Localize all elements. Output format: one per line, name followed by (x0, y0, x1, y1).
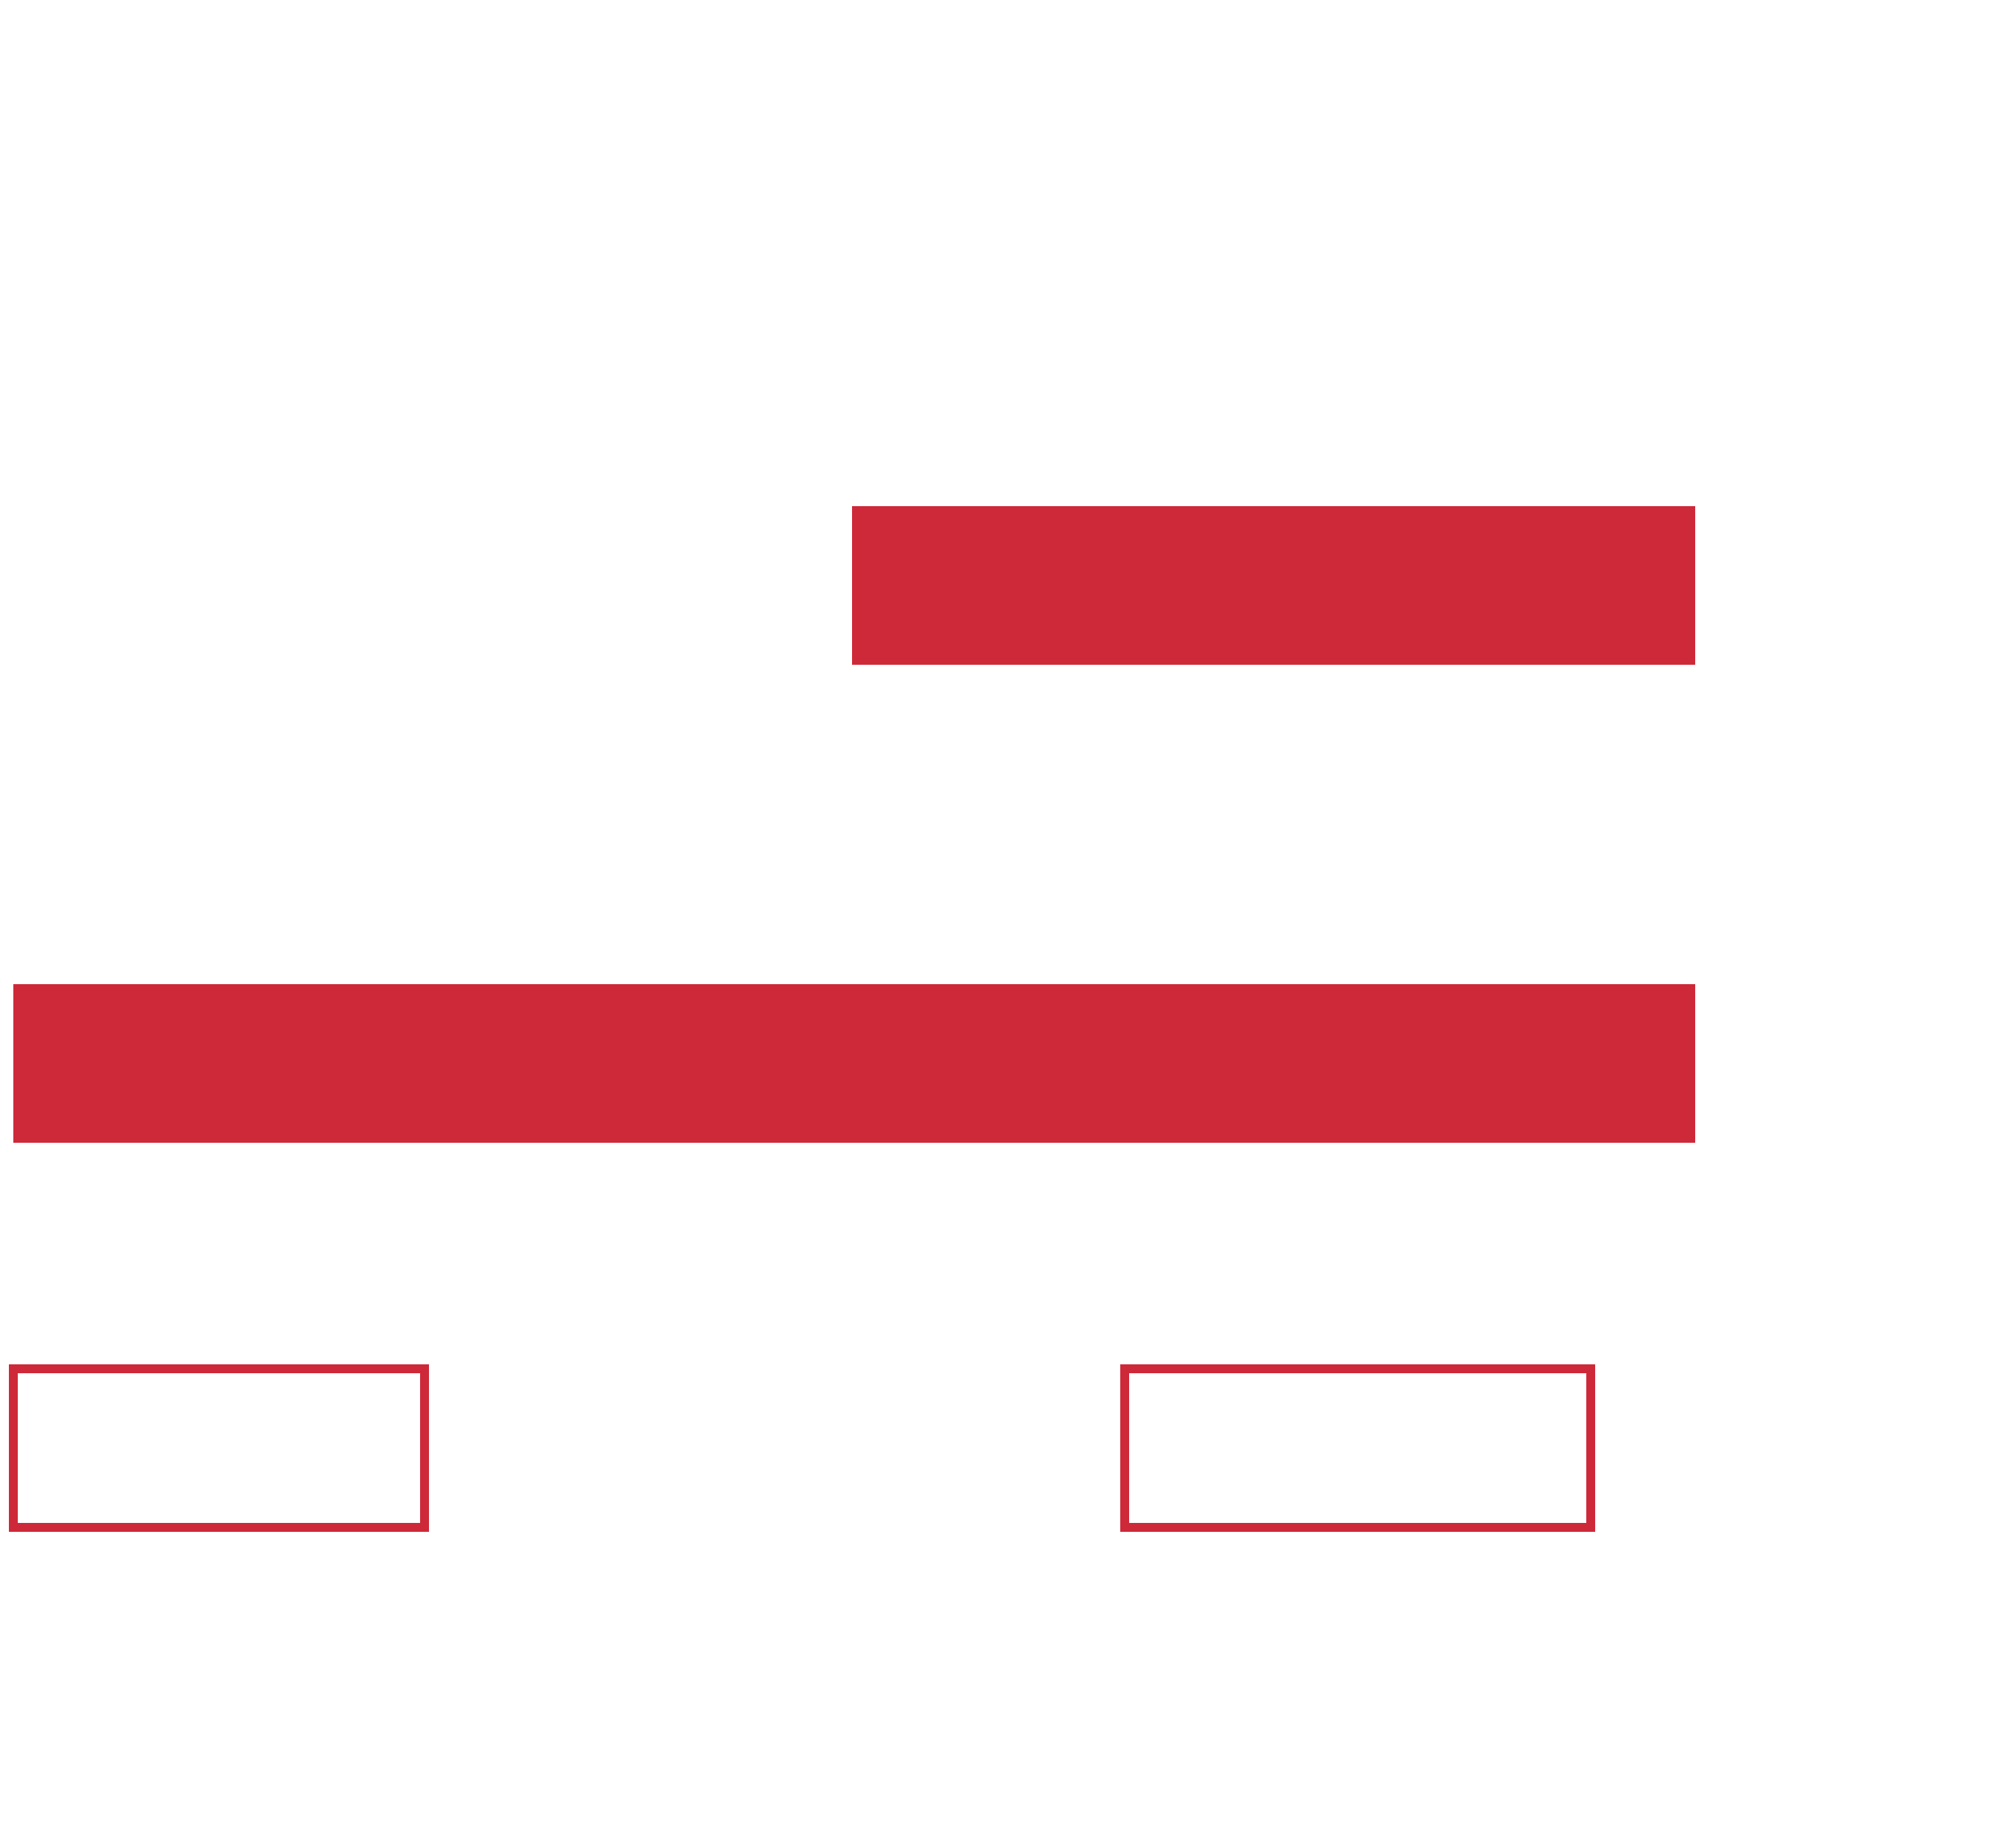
left-outlined-box (9, 1364, 429, 1532)
wide-filled-bar (13, 984, 1695, 1143)
top-filled-bar (852, 506, 1695, 665)
right-outlined-box (1120, 1364, 1595, 1532)
